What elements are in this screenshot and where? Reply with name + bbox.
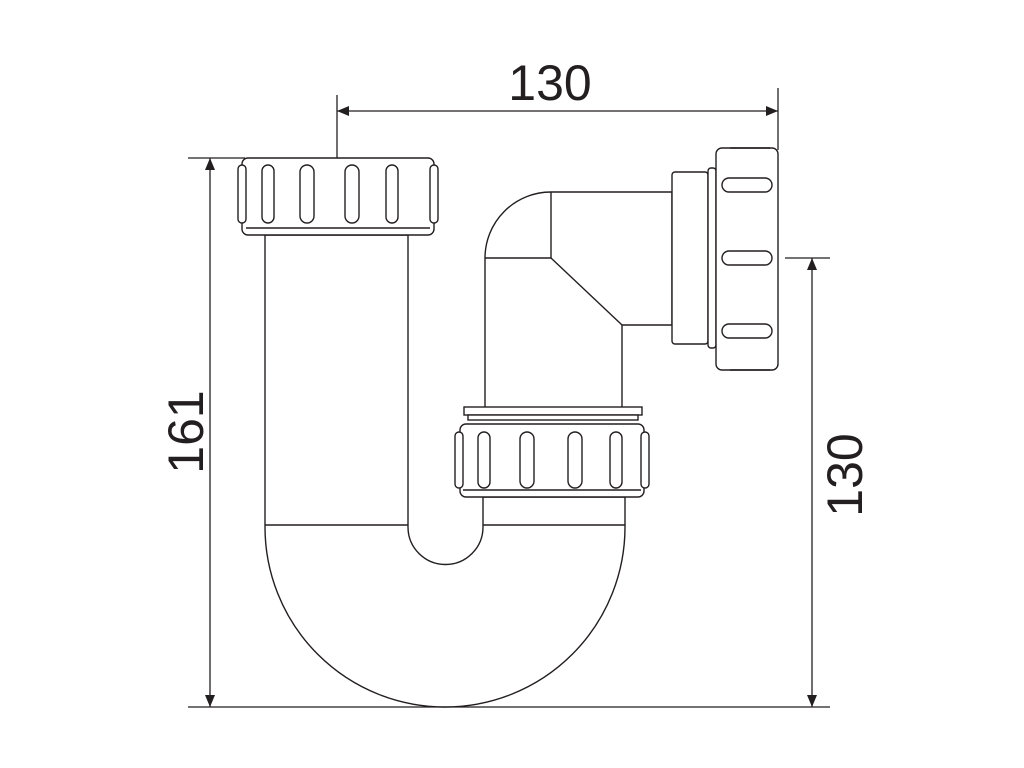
left-dimension-label: 161 xyxy=(158,390,214,473)
lower-nut xyxy=(454,423,650,498)
u-bend xyxy=(264,234,626,708)
top-dimension-label: 130 xyxy=(508,55,591,111)
right-dimension-label: 130 xyxy=(817,433,873,516)
top-nut xyxy=(237,157,439,236)
elbow xyxy=(463,191,673,421)
outlet-nut xyxy=(671,147,779,371)
